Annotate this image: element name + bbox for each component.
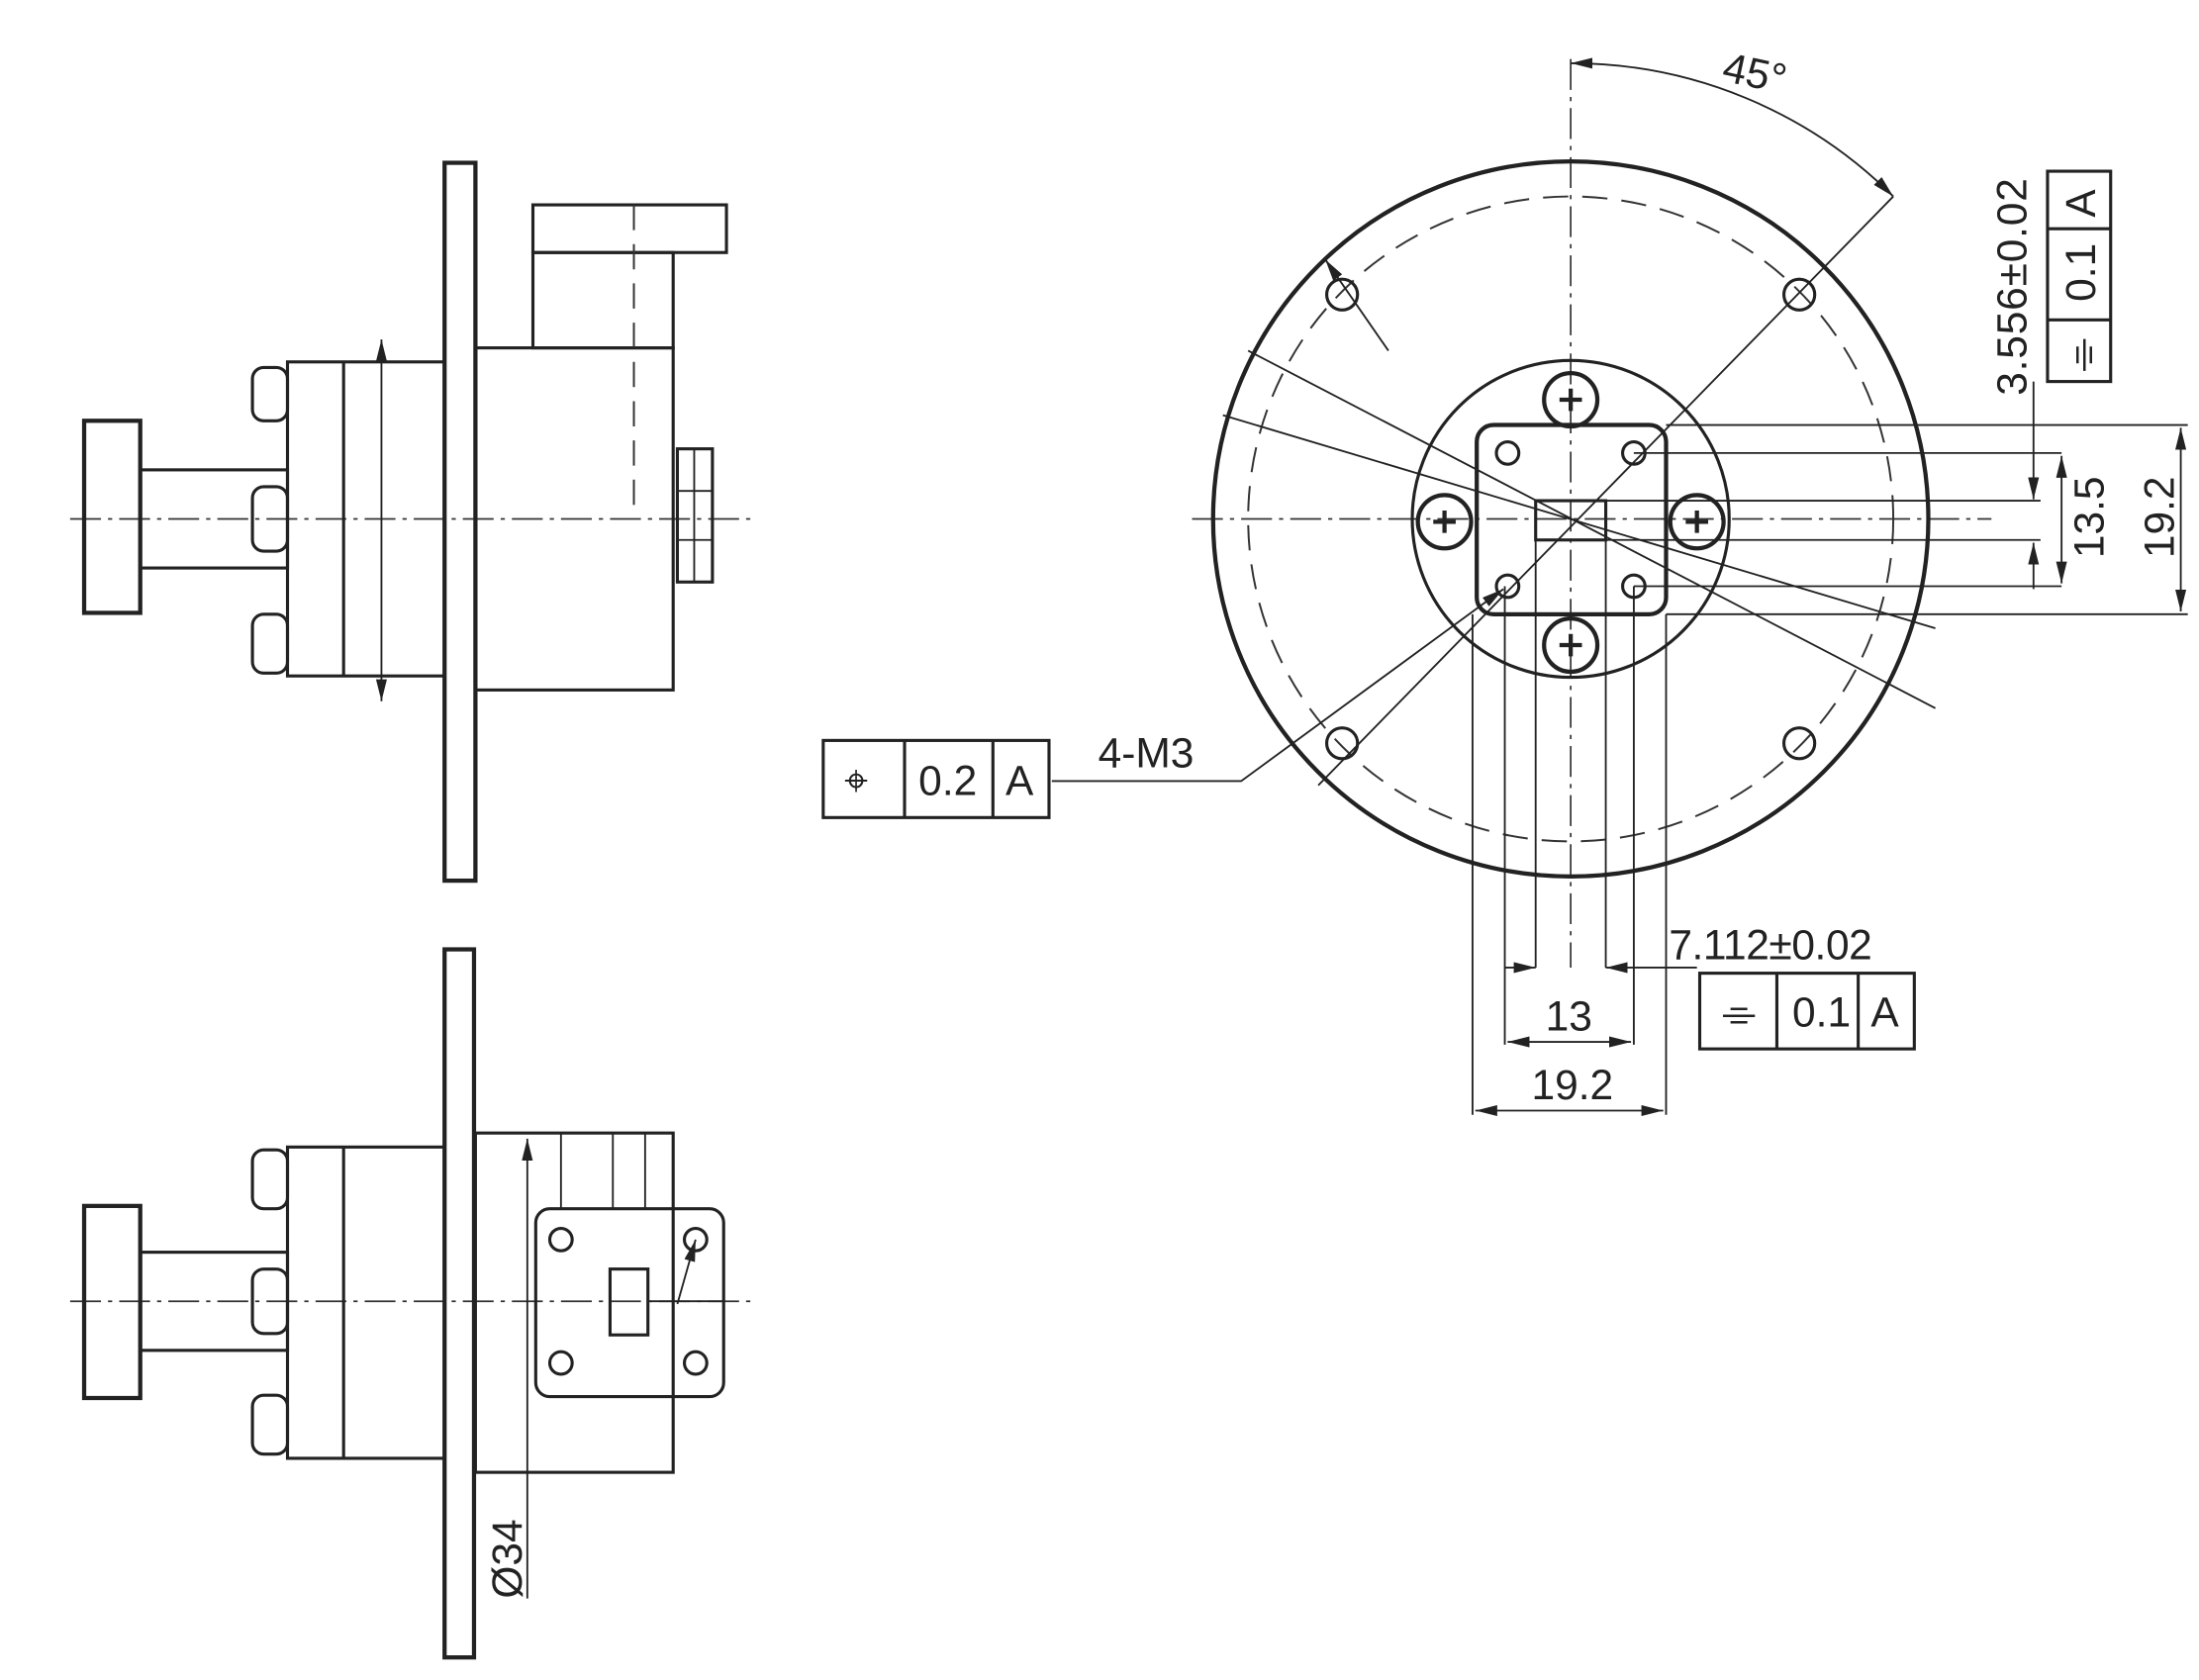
dim-width: 7.112±0.02 [1669,922,1871,969]
svg-text:⌯: ⌯ [2058,338,2105,372]
svg-text:A: A [1870,989,1899,1036]
screws [1415,370,1726,675]
svg-text:0.1: 0.1 [2058,243,2105,302]
front-view: 45° 19.2 13.5 3.556±0.02 A 0.1 [1192,45,2188,1117]
dim-diameter: Ø34 [485,1519,531,1598]
tolerance-frame-horizontal: ⌯ 0.1 A [1697,972,1916,1051]
dim-19-2-vertical: 19.2 [2137,476,2183,558]
svg-text:0.1: 0.1 [1792,989,1851,1036]
tolerance-frame-position: ⌖ 0.2 A 4-M3 [821,588,1504,819]
svg-text:⌯: ⌯ [1722,989,1756,1036]
dim-13-5: 13.5 [2067,476,2114,558]
side-view-top [69,160,751,884]
svg-text:A: A [1005,759,1034,805]
side-view-bottom: Ø34 [69,947,751,1660]
tolerance-frame-vertical: A 0.1 ⌯ [2046,169,2113,384]
dim-depth: 3.556±0.02 [1990,178,2037,396]
dim-13: 13 [1546,994,1592,1041]
svg-text:⌖: ⌖ [844,759,868,805]
thread-label: 4-M3 [1099,730,1195,777]
mounting-holes [1325,277,1817,761]
dim-19-2-horizontal: 19.2 [1531,1063,1613,1109]
svg-text:0.2: 0.2 [918,759,977,805]
angle-label: 45° [1719,45,1791,103]
svg-text:A: A [2058,189,2105,218]
